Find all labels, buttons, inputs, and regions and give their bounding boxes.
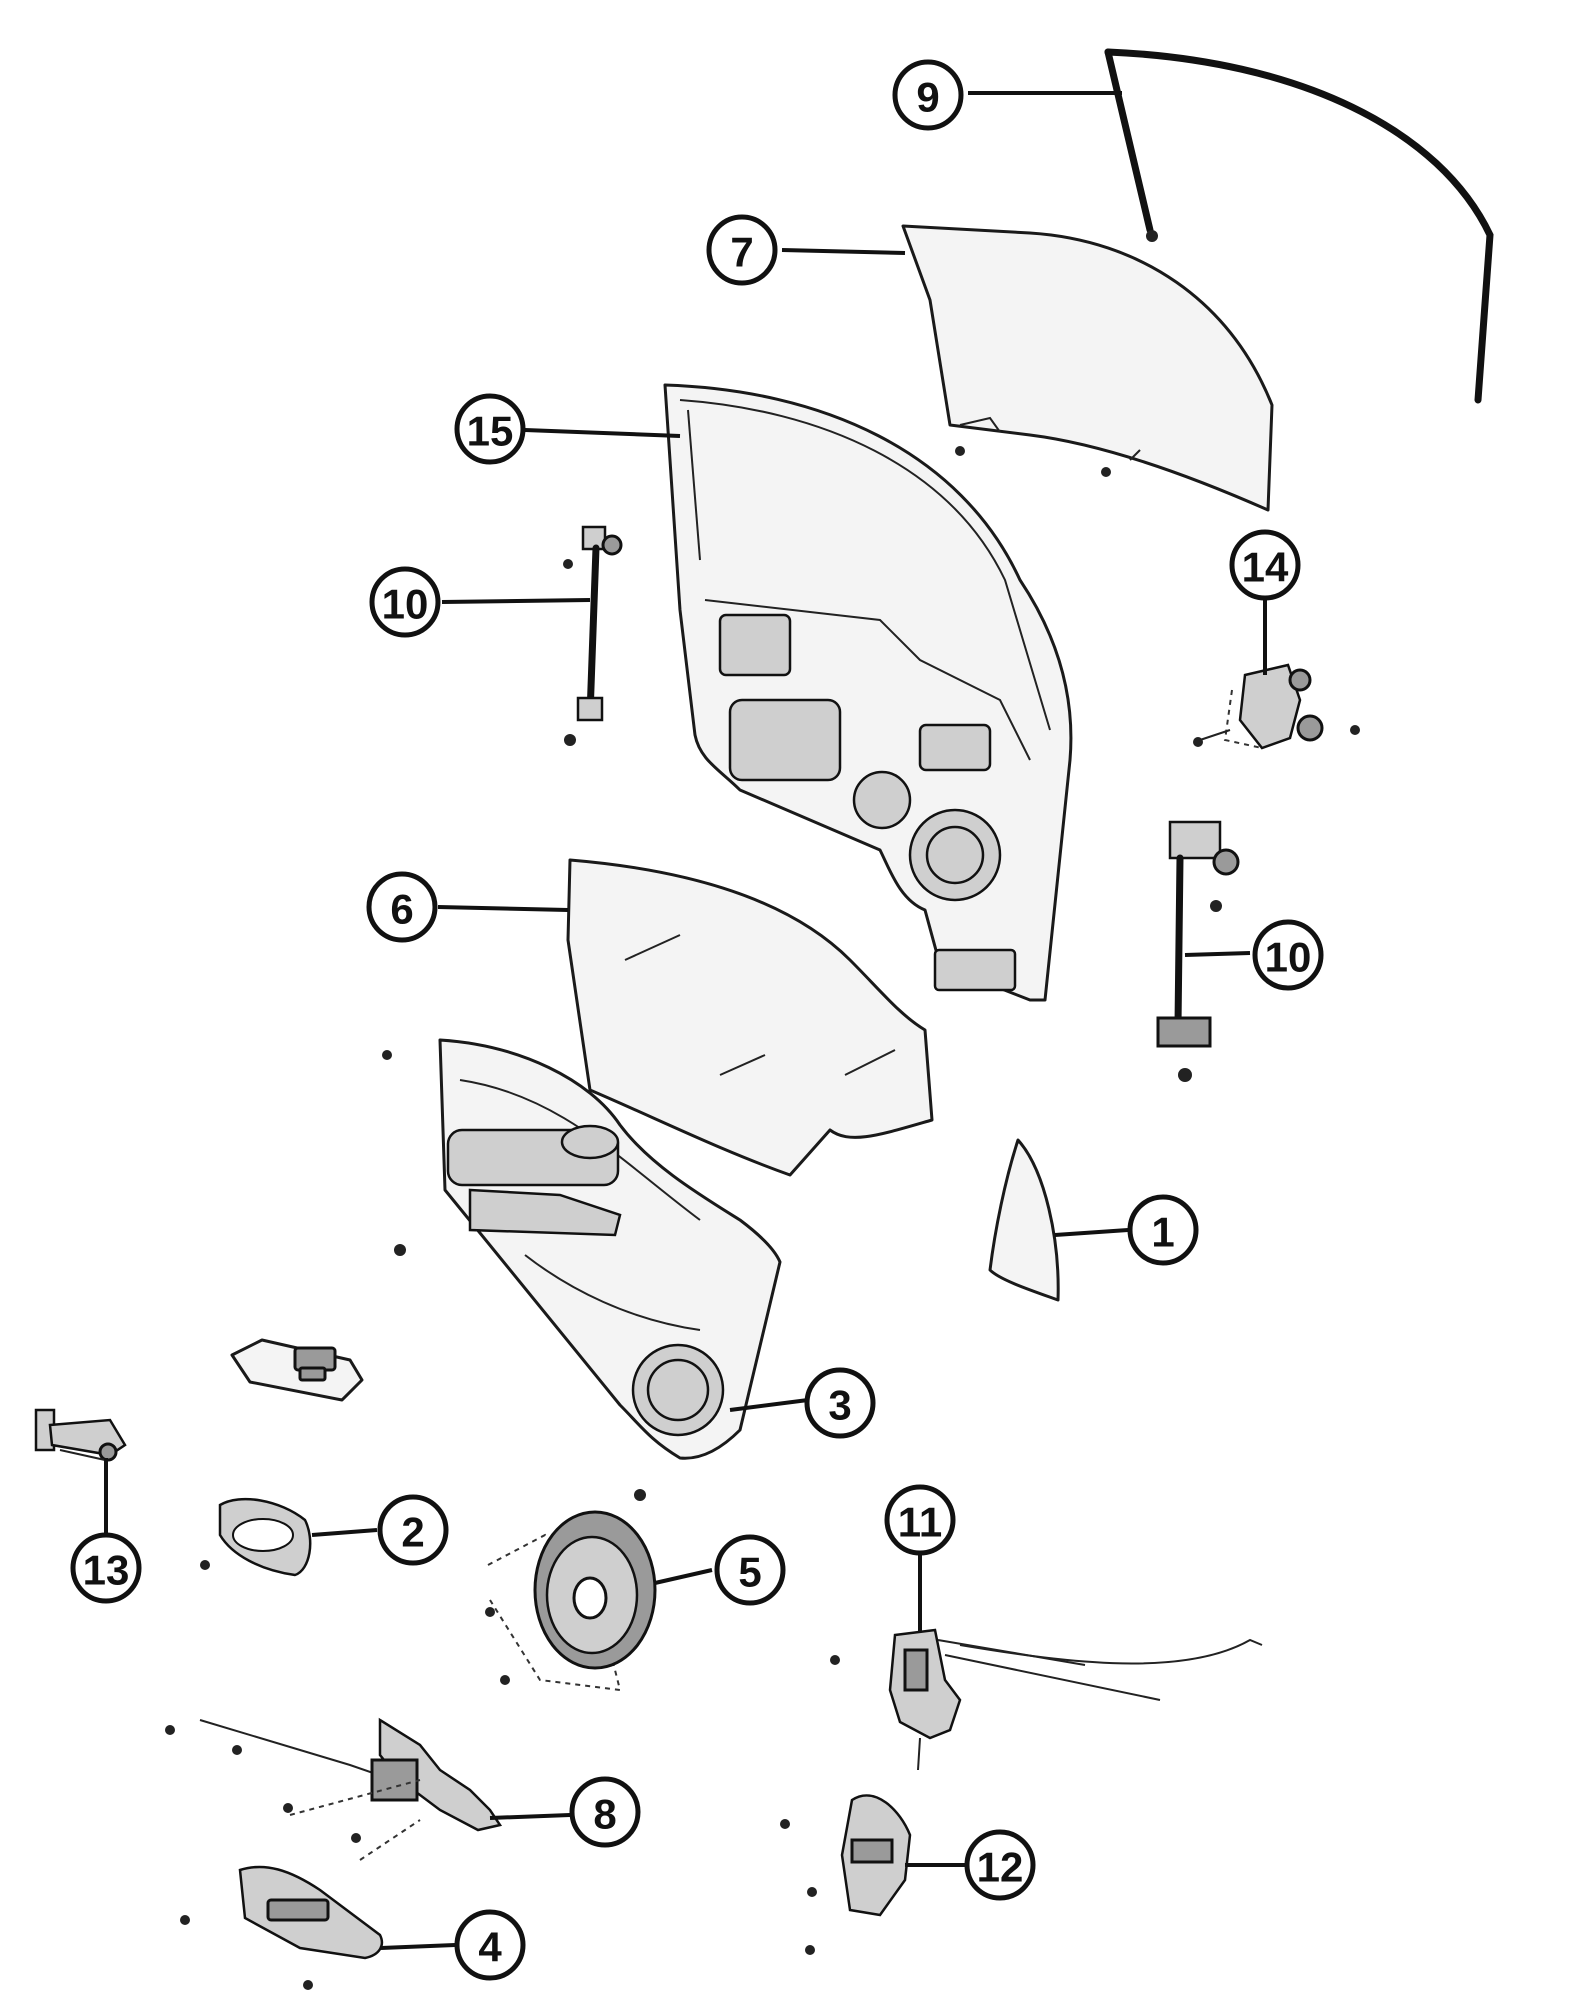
callout-1-label: 1: [1151, 1209, 1174, 1256]
part-13-door-check: [34, 1408, 127, 1462]
part-10-regulator-rail-right: [1156, 820, 1240, 1082]
callout-13: 13: [70, 1532, 142, 1604]
callout-2-label: 2: [401, 1509, 424, 1556]
callout-11: 11: [884, 1484, 956, 1556]
part-15-door-shell: [663, 383, 1073, 1002]
callout-13-label: 13: [83, 1547, 130, 1594]
callout-8: 8: [569, 1776, 641, 1848]
callout-15-label: 15: [467, 408, 514, 455]
callout-4-label: 4: [478, 1924, 502, 1971]
callout-2: 2: [377, 1494, 449, 1566]
callout-15: 15: [454, 393, 526, 465]
part-11-door-latch: [830, 1628, 1263, 1771]
part-12-outside-handle-bracket: [780, 1794, 912, 1955]
callout-7: 7: [706, 214, 778, 286]
callout-6: 6: [366, 871, 438, 943]
callout-3-label: 3: [828, 1382, 851, 1429]
part-4-armrest-pull-cup: [180, 1865, 384, 1990]
part-6-front-door-glass: [566, 858, 934, 1177]
callout-10-right-label: 10: [1265, 934, 1312, 981]
callout-10-right: 10: [1252, 919, 1324, 991]
callout-12: 12: [964, 1829, 1036, 1901]
part-14-door-hinge: [1193, 663, 1360, 750]
part-5-speaker: [485, 1510, 657, 1692]
part-2-inside-door-handle: [200, 1497, 312, 1577]
callout-14: 14: [1229, 529, 1301, 601]
window-switch-module: [230, 1338, 364, 1402]
callout-14-label: 14: [1242, 544, 1289, 591]
callout-7-label: 7: [730, 229, 753, 276]
part-7-door-glass: [901, 224, 1274, 512]
part-10-regulator-rail-left: [563, 525, 623, 746]
callout-8-label: 8: [593, 1791, 616, 1838]
callout-1: 1: [1127, 1194, 1199, 1266]
callout-3: 3: [804, 1367, 876, 1439]
part-8-window-regulator: [165, 1717, 503, 1861]
callout-5: 5: [714, 1534, 786, 1606]
part-1-mirror-sail-panel: [988, 1138, 1060, 1302]
callout-9: 9: [892, 59, 964, 131]
callout-9-label: 9: [916, 74, 939, 121]
callout-5-label: 5: [738, 1549, 761, 1596]
leader-lines: [104, 91, 1267, 1950]
callout-11-label: 11: [898, 1499, 942, 1546]
callout-10-left: 10: [369, 566, 441, 638]
callout-10-left-label: 10: [382, 581, 429, 628]
callout-4: 4: [454, 1909, 526, 1981]
part-3-door-trim-panel: [382, 1038, 782, 1501]
callout-6-label: 6: [390, 886, 413, 933]
callout-12-label: 12: [977, 1844, 1024, 1891]
part-9-window-run-channel: [1104, 48, 1494, 404]
